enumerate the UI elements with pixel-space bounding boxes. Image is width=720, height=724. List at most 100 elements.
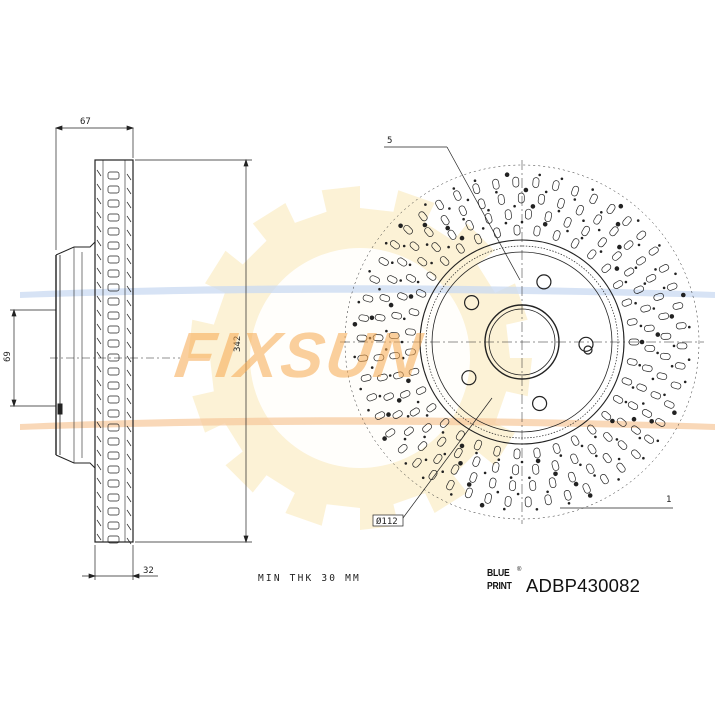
- blue-print-logo: BLUE PRINT ®: [487, 567, 523, 603]
- ring-hatch-line: [126, 425, 132, 433]
- drill-hole: [624, 280, 628, 284]
- drill-hole: [634, 301, 637, 305]
- vent-slot: [107, 367, 120, 376]
- vent-slot: [107, 381, 120, 390]
- drill-hole: [649, 419, 654, 424]
- vent-slot: [435, 199, 444, 210]
- drill-hole: [557, 209, 561, 213]
- drill-hole: [663, 393, 666, 397]
- vent-slot: [107, 493, 120, 502]
- ring-hatch-line: [126, 243, 132, 251]
- vent-slot: [107, 325, 120, 334]
- drill-hole: [642, 456, 645, 460]
- drill-hole: [587, 493, 593, 498]
- vent-slot: [533, 225, 541, 237]
- vent-slot: [409, 241, 420, 251]
- drill-hole: [683, 380, 687, 384]
- vent-slot: [644, 434, 655, 444]
- vent-slot: [473, 439, 483, 451]
- vent-slot: [676, 342, 688, 350]
- drill-hole: [473, 179, 477, 182]
- vent-slot: [587, 424, 597, 435]
- vent-slot: [447, 229, 457, 240]
- drill-hole: [662, 286, 666, 290]
- drill-hole: [504, 221, 508, 225]
- drill-hole: [483, 471, 487, 475]
- drill-hole: [403, 437, 407, 441]
- vent-slot: [635, 256, 647, 266]
- vent-slot: [392, 410, 403, 419]
- ring-hatch-line: [96, 379, 102, 387]
- ring-hatch-line: [126, 271, 132, 279]
- vent-slot: [571, 185, 580, 197]
- vent-slot: [472, 183, 481, 194]
- ring-hatch-line: [126, 229, 132, 237]
- vent-slot: [640, 304, 651, 313]
- ring-hatch-line: [96, 267, 102, 275]
- drill-hole: [408, 263, 412, 267]
- vent-slot: [387, 275, 398, 284]
- vent-slot: [622, 216, 632, 227]
- ring-hatch-line: [96, 295, 102, 303]
- vent-slot: [107, 451, 120, 460]
- vent-slot: [433, 453, 443, 464]
- callout-leaders: [384, 146, 673, 523]
- vent-slot: [627, 401, 639, 411]
- drill-hole: [475, 451, 478, 455]
- vent-slot: [383, 392, 394, 401]
- vent-slot: [587, 444, 597, 455]
- drill-hole: [599, 250, 603, 253]
- drill-hole: [459, 443, 465, 449]
- drill-hole: [638, 436, 642, 440]
- drill-hole: [497, 458, 501, 462]
- bolt-hole: [464, 295, 480, 311]
- vent-slot: [636, 383, 647, 392]
- ring-hatch-line: [96, 281, 102, 289]
- vent-slot: [107, 171, 120, 180]
- registered-mark: ®: [517, 567, 522, 573]
- drill-hole: [384, 348, 388, 351]
- ring-hatch-line: [126, 327, 132, 335]
- vent-slot: [469, 472, 478, 483]
- vent-slot: [107, 269, 120, 278]
- vent-slot: [422, 423, 432, 433]
- drill-hole: [406, 378, 411, 384]
- drill-hole: [580, 444, 584, 448]
- vent-slot: [570, 435, 580, 446]
- ring-hatch-line: [126, 187, 132, 195]
- drill-hole: [672, 410, 677, 416]
- vent-slot: [492, 178, 500, 190]
- drill-hole: [669, 314, 675, 319]
- ring-hatch-line: [126, 397, 132, 405]
- ring-hatch-line: [96, 225, 102, 233]
- drill-hole: [481, 227, 485, 230]
- drill-hole: [538, 173, 541, 177]
- drill-hole: [535, 508, 539, 511]
- drill-hole: [496, 490, 500, 494]
- vent-slot: [497, 194, 505, 205]
- logo-line-1: BLUE: [487, 567, 510, 579]
- ring-hatch-line: [96, 365, 102, 373]
- drill-hole: [445, 225, 451, 231]
- vent-slot: [616, 417, 627, 427]
- vent-slot: [107, 227, 120, 236]
- drill-hole: [352, 322, 358, 327]
- drill-hole: [591, 188, 594, 191]
- drill-hole: [386, 412, 391, 417]
- vent-slot: [437, 436, 447, 447]
- drill-hole: [642, 402, 645, 405]
- vent-slot: [372, 334, 384, 342]
- vent-slot: [603, 432, 613, 442]
- drill-hole: [479, 502, 485, 508]
- vent-slot: [107, 241, 120, 250]
- vent-slot: [405, 348, 416, 356]
- vent-slot: [389, 352, 401, 360]
- vent-slot: [484, 493, 492, 504]
- vent-slot: [601, 411, 612, 421]
- watermark-text: FIXSUN: [170, 319, 428, 391]
- drill-hole: [672, 344, 676, 348]
- vent-slot: [373, 354, 385, 362]
- vent-slot: [641, 409, 653, 418]
- vent-slot: [570, 453, 579, 464]
